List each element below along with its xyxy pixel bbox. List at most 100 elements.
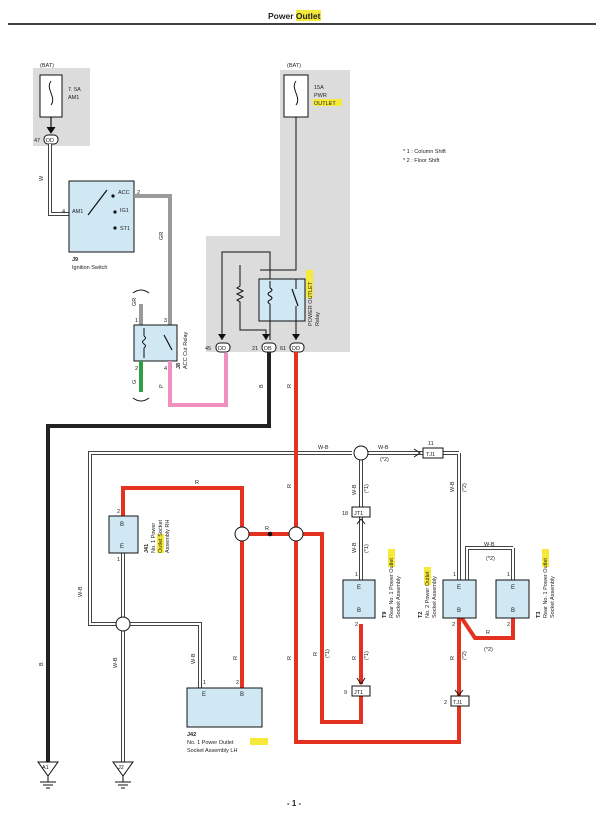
j42-id: J42: [187, 732, 196, 738]
splice-r-right: [288, 526, 304, 542]
j9-contact-st1: [113, 226, 117, 230]
j41-pin-b: B: [120, 522, 124, 528]
jt1-top-label: JT1: [354, 511, 363, 517]
t9-line1: Rear No. 1 Power Outlet: [389, 558, 395, 618]
wire-b-black: [46, 352, 271, 762]
am1-bat-label: (BAT): [40, 63, 54, 69]
conn-61-num: 61: [280, 346, 286, 352]
wire-label-r-6: R: [287, 656, 293, 660]
j41-box: [108, 515, 139, 554]
page-title: Power Outlet: [268, 11, 321, 21]
j9-contact-ig1: [113, 210, 117, 214]
tj1-top: [422, 447, 444, 459]
ground-j2-label: J2: [118, 765, 124, 771]
relay-name-highlight: [306, 270, 313, 298]
j42-num2: 2: [236, 680, 239, 686]
pwr-fuse: [283, 74, 309, 118]
j9-contact-acc: [111, 194, 115, 198]
relay-internal-left: [221, 251, 271, 340]
wire-label-n1-a: (*1): [364, 484, 370, 493]
tj1-top-num: 11: [428, 441, 434, 447]
wire-label-wb-8: W-B: [450, 481, 456, 492]
page-number: - 1 -: [287, 799, 302, 808]
wire-p: [168, 353, 228, 407]
pwr-name: PWR: [314, 93, 327, 99]
legend-item-2: * 2 : Floor Shift: [403, 158, 440, 164]
wire-label-r-5: R: [233, 656, 239, 660]
wire-label-p: P: [159, 384, 165, 388]
conn-61-label: DD: [292, 346, 300, 352]
conn-45-num: 45: [205, 346, 211, 352]
j9-switch-arm: [87, 189, 108, 216]
wire-label-n1-b: (*1): [364, 544, 370, 553]
jt1-bot-num: 9: [344, 690, 347, 696]
t9-pin-b: B: [357, 608, 361, 614]
conn-21-label: DB: [264, 346, 272, 352]
t3-id: T3: [536, 612, 542, 618]
j41-line2: Outlet Socket: [158, 519, 164, 553]
wire-label-wb-2: W-B: [378, 445, 389, 451]
j8-p2: 2: [135, 366, 138, 372]
j9-box: [68, 180, 135, 253]
wire-label-n2-e: (*2): [484, 647, 493, 653]
relay-name-line1: POWER OUTLET: [308, 281, 314, 326]
j8-p4: 4: [164, 366, 167, 372]
break-mark-top: [132, 289, 150, 294]
relay-coil: [267, 287, 273, 305]
conn-45-label: DD: [218, 346, 226, 352]
wire-label-r-10: R: [486, 630, 490, 636]
wire-label-r-4: R: [287, 484, 293, 488]
j42-box: [186, 687, 263, 728]
break-mark-bottom: [132, 397, 150, 402]
wire-label-r-7: R: [313, 652, 319, 656]
t2-pin-e: E: [457, 585, 461, 591]
j42-pin-b: B: [240, 692, 244, 698]
relay-box: [258, 278, 306, 322]
tj1-bot: [450, 695, 470, 707]
t3-pin-e: E: [511, 585, 515, 591]
j42-hl: [250, 738, 268, 745]
t3-hl: [542, 549, 549, 567]
t3-pin-b: B: [511, 608, 515, 614]
t2-box: [442, 579, 477, 619]
j9-pin-am1: AM1: [72, 209, 83, 215]
t2-id: T2: [418, 612, 424, 618]
wire-label-g: G: [132, 380, 138, 384]
wire-label-n2-b: (*2): [462, 483, 468, 492]
jt1-bot: [351, 685, 371, 697]
splice-wb-left: [115, 616, 131, 632]
j41-num1: 1: [117, 557, 120, 563]
jt1-top-num: 18: [342, 511, 348, 517]
t9-box: [342, 579, 376, 619]
t3-num2: 2: [507, 622, 510, 628]
j42-pin-e: E: [202, 692, 206, 698]
splice-r-mid: [234, 526, 250, 542]
shade-relay-block: [206, 70, 350, 352]
t9-num1: 1: [355, 572, 358, 578]
t2-num1: 1: [453, 572, 456, 578]
j42-line1: No. 1 Power Outlet: [187, 740, 234, 746]
j41-line1: No. 1 Power: [151, 523, 157, 553]
splice-points: [115, 445, 369, 632]
pwr-name-hl: OUTLET: [314, 101, 336, 107]
wire-label-r-1: R: [287, 384, 293, 388]
am1-fuse-symbol: [48, 80, 54, 106]
wire-label-wb-6: W-B: [352, 484, 358, 495]
t9-hl: [388, 549, 395, 567]
wire-label-n1-c: (*1): [325, 649, 331, 658]
j41-line3: Assembly RH: [165, 520, 171, 553]
t2-line1: No. 2 Power Outlet: [425, 571, 431, 618]
wire-label-n2-a: (*2): [380, 457, 389, 463]
wire-r-group: [121, 352, 515, 744]
wire-label-b-1: B: [259, 384, 265, 388]
relay-contact: [291, 288, 299, 307]
ground-a1-label: A1: [42, 765, 49, 771]
t2-num2: 2: [452, 622, 455, 628]
am1-rating: 7. 5A: [68, 87, 81, 93]
j9-pin-st1: ST1: [120, 226, 130, 232]
t2-line2: Socket Assembly: [432, 576, 438, 618]
j41-hl: [157, 534, 164, 553]
t3-line1: Rear No. 1 Power Outlet: [543, 558, 549, 618]
j9-pin2: 2: [137, 190, 140, 196]
